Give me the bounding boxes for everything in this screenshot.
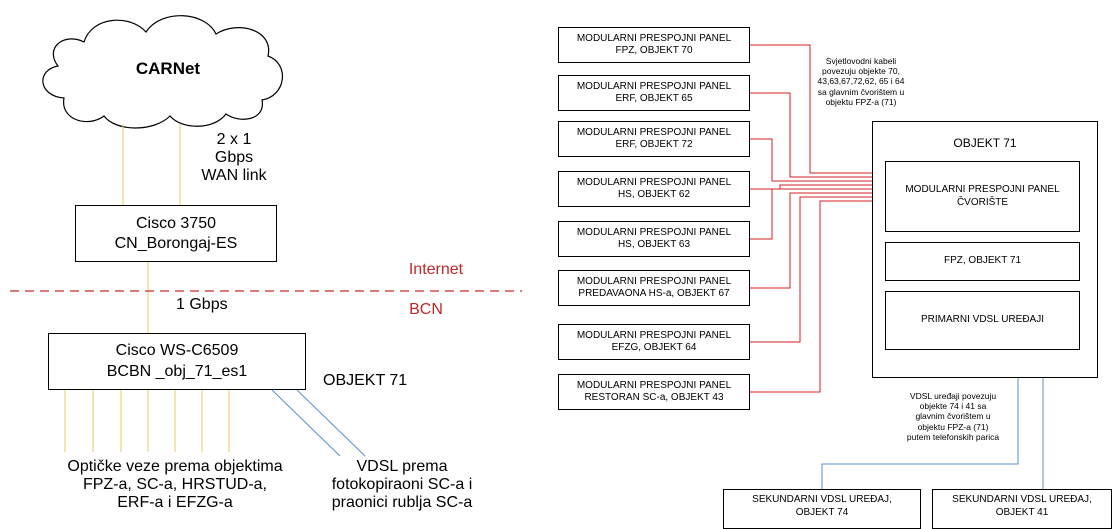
- fiber-connections-label: Optičke veze prema objektima FPZ-a, SC-a…: [67, 458, 283, 511]
- patch-panel-location: FPZ, OBJEKT 70: [615, 45, 693, 56]
- building-71-title: OBJEKT 71: [953, 136, 1017, 150]
- secondary-vdsl-74: SEKUNDARNI VDSL UREĐAJ, OBJEKT 74: [723, 489, 921, 529]
- fpz-building-71: FPZ, OBJEKT 71: [885, 242, 1080, 281]
- patch-panel-type: MODULARNI PRESPOJNI PANEL: [576, 176, 732, 188]
- carnet-cloud-shape: [42, 15, 284, 129]
- building-label: OBJEKT 71: [323, 372, 408, 389]
- patch-panel-location: HS, OBJEKT 62: [617, 189, 691, 200]
- fiber-route-lines: [750, 44, 885, 393]
- patch-panel-type: MODULARNI PRESPOJNI PANEL: [576, 275, 732, 287]
- patch-panel-type: MODULARNI PRESPOJNI PANEL: [576, 329, 732, 341]
- secondary-vdsl-41: SEKUNDARNI VDSL UREĐAJ, OBJEKT 41: [932, 489, 1112, 529]
- switch-hostname: BCBN _obj_71_es1: [106, 362, 248, 380]
- hub-patch-panel: MODULARNI PRESPOJNI PANEL ČVORIŠTE: [885, 161, 1080, 232]
- switch-vdsl-lines: [271, 389, 366, 457]
- patch-panel-type: MODULARNI PRESPOJNI PANEL: [576, 80, 732, 92]
- patch-panel-location: PREDAVAONA HS-a, OBJEKT 67: [578, 288, 730, 299]
- patch-panel-location: HS, OBJEKT 63: [617, 239, 691, 250]
- fiber-route: [750, 196, 885, 343]
- vdsl-note: VDSL uređaji povezuju objekte 74 i 41 sa…: [906, 391, 1000, 442]
- patch-panel-location: ERF, OBJEKT 72: [615, 139, 693, 150]
- uplink-speed-label: 1 Gbps: [176, 296, 228, 313]
- fiber-note: Svjetlovodni kabeli povezuju objekte 70,…: [817, 56, 905, 107]
- fiber-drop-lines: [64, 390, 230, 452]
- fiber-route: [750, 138, 885, 182]
- bcn-label: BCN: [409, 301, 443, 318]
- patch-panel-location: RESTORAN SC-a, OBJEKT 43: [584, 392, 724, 403]
- patch-panel-location: EFZG, OBJEKT 64: [611, 342, 697, 353]
- fiber-route: [750, 184, 885, 190]
- fiber-route: [750, 188, 885, 240]
- patch-panel-type: MODULARNI PRESPOJNI PANEL: [576, 32, 732, 44]
- patch-panel-location: ERF, OBJEKT 65: [615, 93, 693, 104]
- switch-model: Cisco WS-C6509: [115, 342, 239, 360]
- switch-cisco-ws-c6509: Cisco WS-C6509 BCBN _obj_71_es1: [48, 333, 306, 390]
- vdsl-line: [296, 389, 366, 457]
- patch-panel-type: MODULARNI PRESPOJNI PANEL: [576, 226, 732, 238]
- router-cisco-3750: Cisco 3750 CN_Borongaj-ES: [75, 205, 277, 262]
- router-hostname: CN_Borongaj-ES: [114, 234, 238, 252]
- fiber-route: [750, 192, 885, 289]
- router-model: Cisco 3750: [135, 214, 217, 232]
- fiber-route: [750, 200, 885, 393]
- fiber-route: [750, 92, 885, 178]
- wan-link-label: 2 x 1 Gbps WAN link: [201, 131, 267, 184]
- wan-link-lines: [122, 124, 181, 333]
- internet-label: Internet: [408, 261, 464, 278]
- patch-panel-type: MODULARNI PRESPOJNI PANEL: [576, 126, 732, 138]
- patch-panel-type: MODULARNI PRESPOJNI PANEL: [576, 379, 732, 391]
- vdsl-connections-label: VDSL prema fotokopiraoni SC-a i praonici…: [331, 458, 473, 511]
- primary-vdsl-devices: PRIMARNI VDSL UREĐAJI: [885, 291, 1080, 350]
- carnet-label: CARNet: [135, 59, 201, 78]
- fiber-route: [750, 44, 885, 174]
- vdsl-line: [271, 389, 341, 457]
